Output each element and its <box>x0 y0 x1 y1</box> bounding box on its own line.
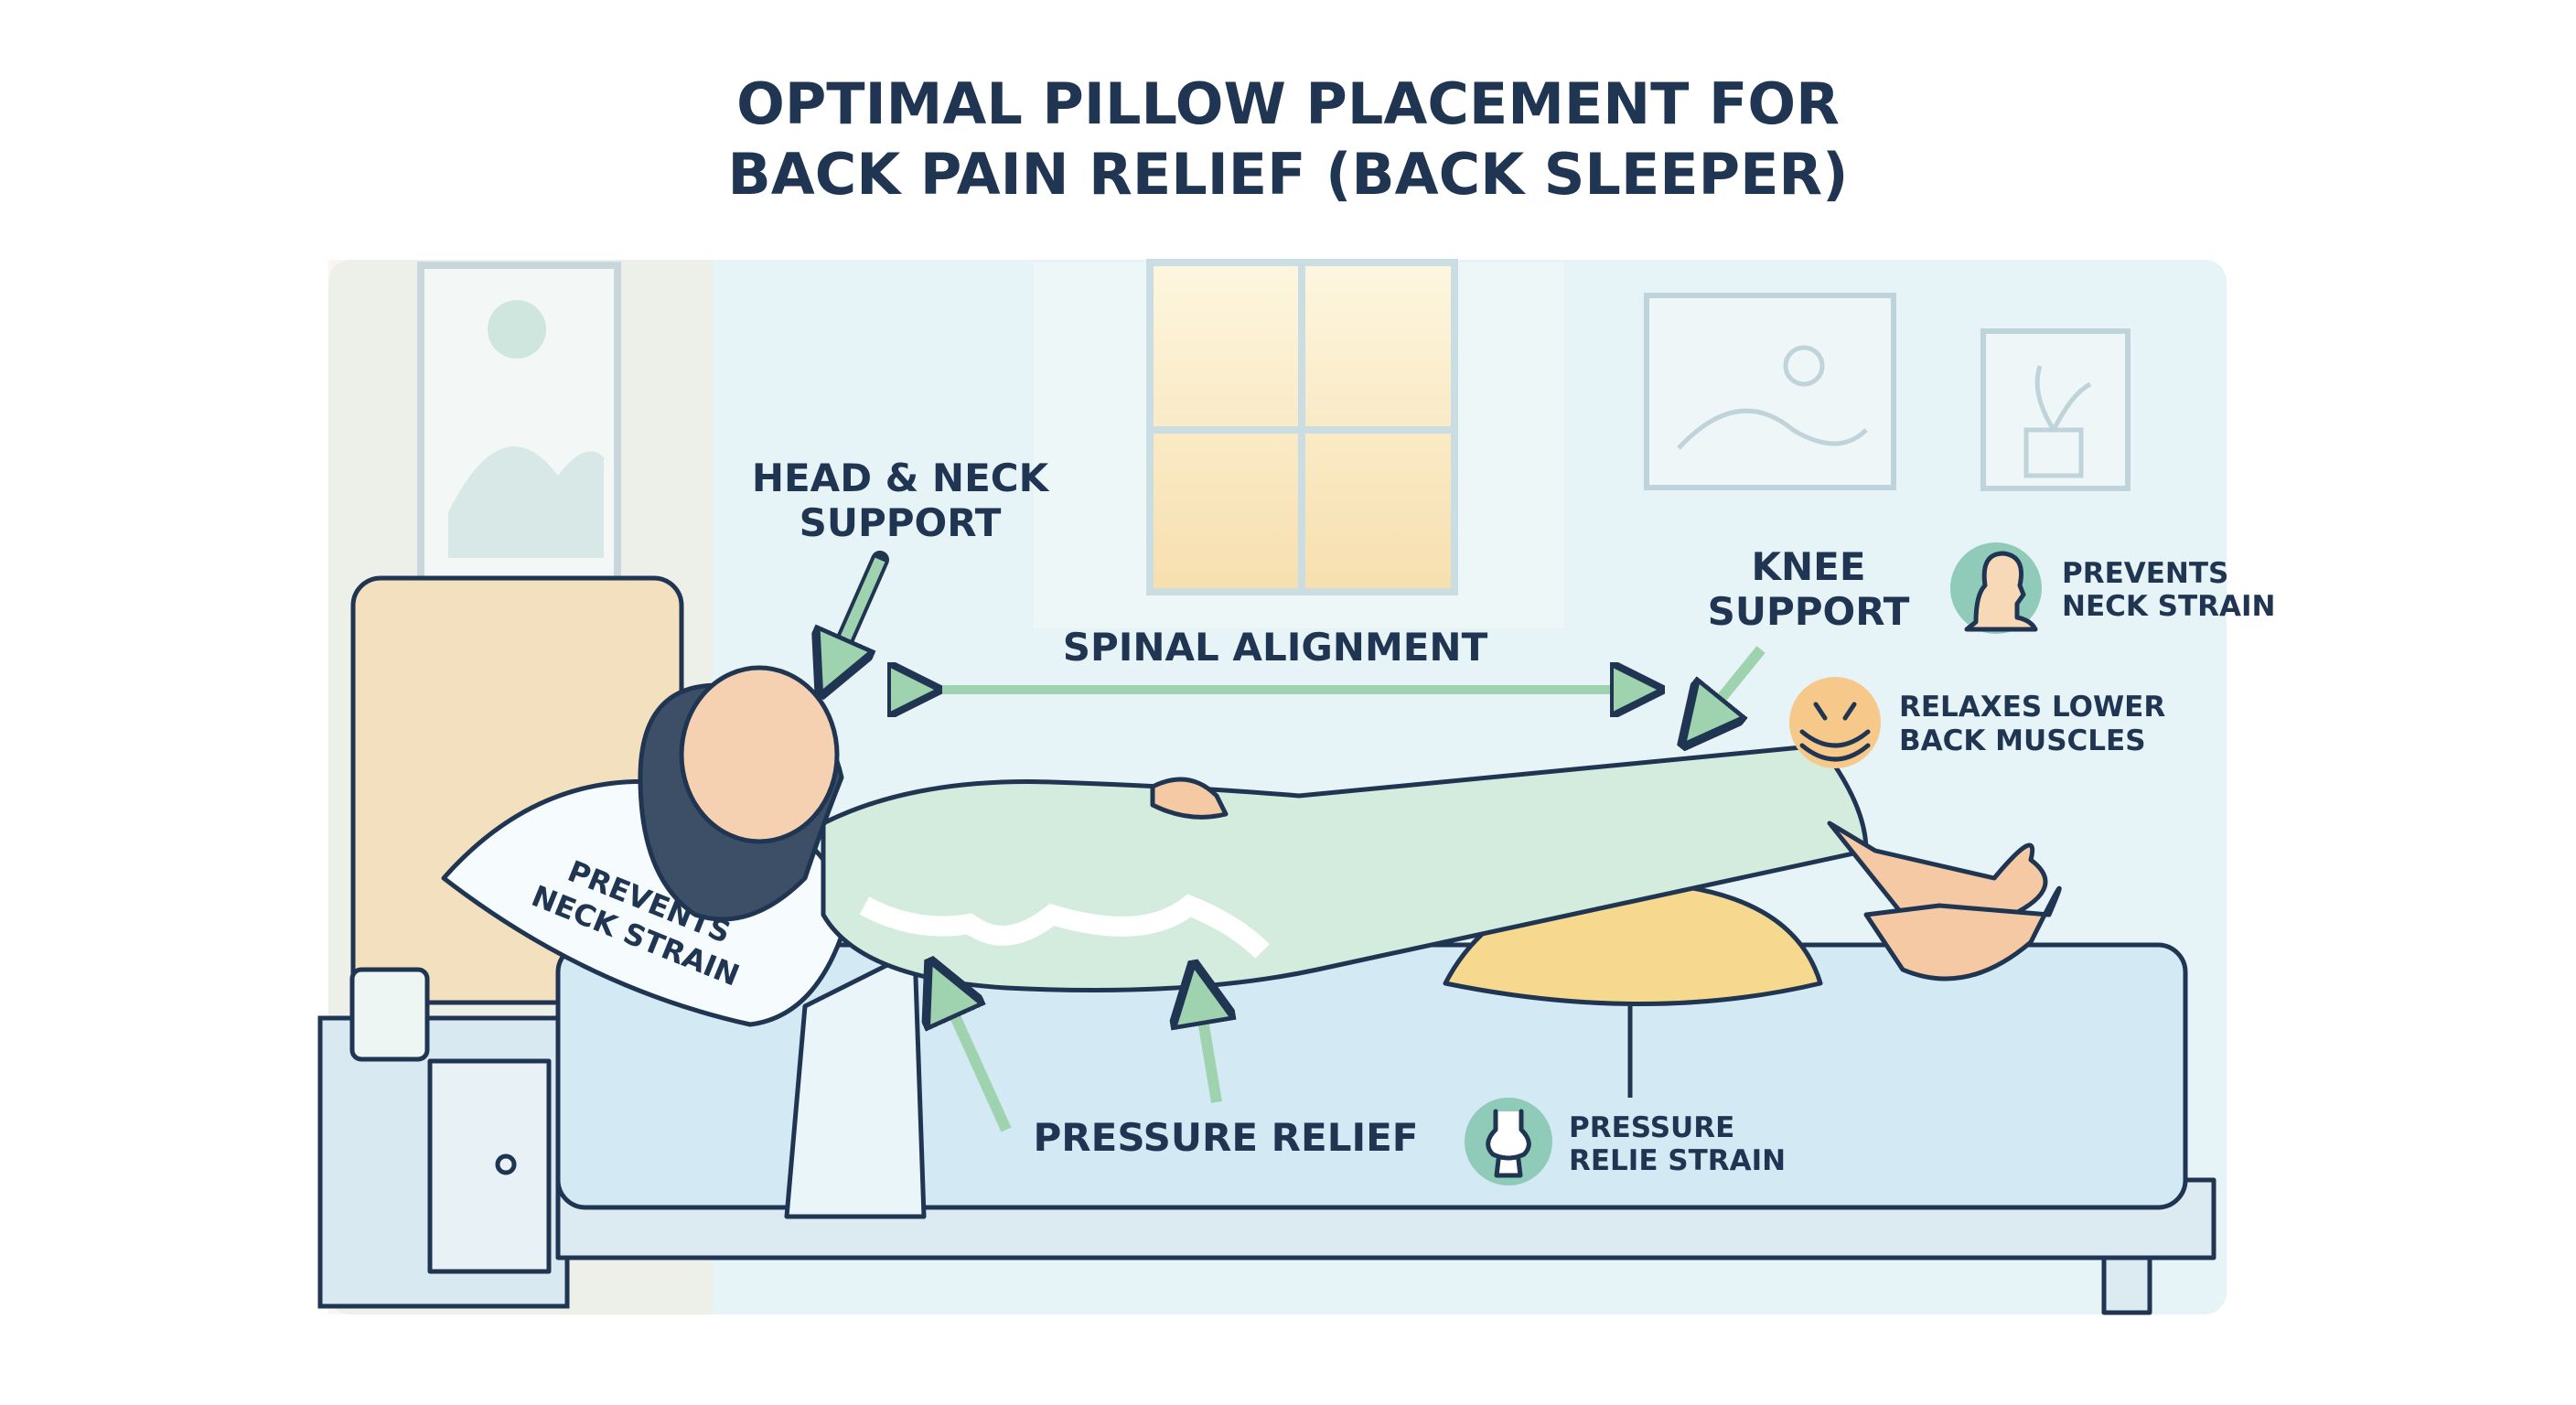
knee-support-label-2: SUPPORT <box>1708 589 1910 634</box>
knee-arrow <box>1701 646 1766 723</box>
sheet <box>784 949 927 1219</box>
benefit-knee-line-1: PRESSURE <box>1569 1111 1734 1144</box>
benefit-back: RELAXES LOWER BACK MUSCLES <box>1789 677 2165 768</box>
benefit-back-line-2: BACK MUSCLES <box>1899 724 2146 757</box>
benefit-knee: PRESSURE RELIE STRAIN <box>1465 1098 1786 1185</box>
head-arrow <box>832 557 886 668</box>
knee-support-label-1: KNEE <box>1751 544 1865 589</box>
head-neck-label-1: HEAD & NECK <box>752 456 1050 500</box>
benefit-knee-line-2: RELIE STRAIN <box>1569 1144 1786 1177</box>
pressure-arrow-2 <box>1198 992 1217 1103</box>
head-neck-label-2: SUPPORT <box>800 500 1002 545</box>
benefit-neck: PREVENTS NECK STRAIN <box>1950 542 2276 634</box>
benefit-back-line-1: RELAXES LOWER <box>1899 691 2165 724</box>
wall-picture-left <box>417 262 621 589</box>
title-line-1: OPTIMAL PILLOW PLACEMENT FOR <box>736 70 1840 137</box>
cup <box>349 967 430 1062</box>
wall-picture-right <box>1644 293 1896 490</box>
spinal-alignment-label: SPINAL ALIGNMENT <box>1063 625 1488 670</box>
benefit-neck-line-2: NECK STRAIN <box>2062 590 2276 623</box>
pressure-arrow-1 <box>942 988 1012 1132</box>
person-sleeping <box>638 665 2062 992</box>
back-muscles-icon <box>1789 677 1881 768</box>
benefit-neck-line-1: PREVENTS <box>2062 557 2228 590</box>
spine-illustration <box>859 894 1270 959</box>
pressure-relief-label: PRESSURE RELIEF <box>1034 1115 1419 1160</box>
face <box>679 665 840 844</box>
nightstand <box>317 967 570 1309</box>
hands <box>1150 777 1229 820</box>
foot-lower <box>1863 885 2062 981</box>
title-line-2: BACK PAIN RELIEF (BACK SLEEPER) <box>727 141 1848 208</box>
window <box>1034 259 1564 628</box>
foot-upper <box>1827 820 2048 917</box>
wall-picture-plant <box>1980 328 2131 491</box>
